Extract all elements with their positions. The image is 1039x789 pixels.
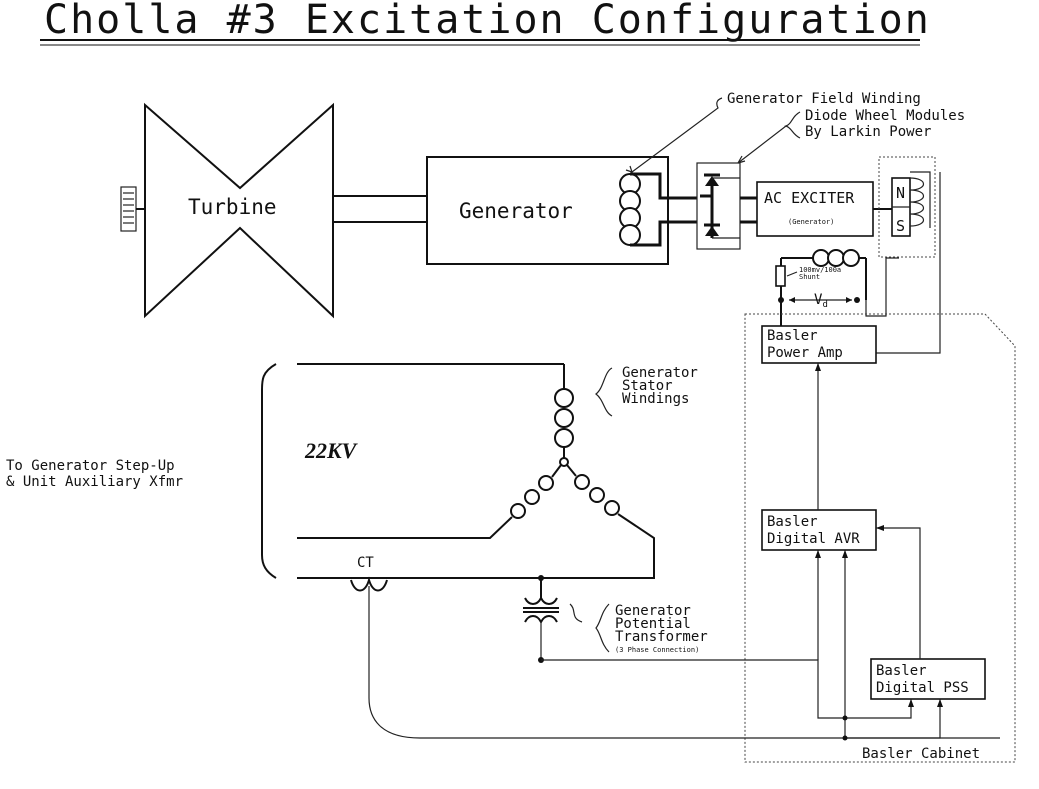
pss-label-1: Basler xyxy=(876,663,927,679)
wire-pt-avr-pss xyxy=(541,659,912,719)
stator-label-2: Stator xyxy=(622,378,673,394)
exciter-coil xyxy=(781,249,866,267)
avr-label-1: Basler xyxy=(767,514,818,530)
field-winding-label: Generator Field Winding xyxy=(727,91,921,107)
pole-s-label: S xyxy=(896,217,905,235)
pt-pointer xyxy=(569,603,583,623)
pt-label-4: (3 Phase Connection) xyxy=(615,646,699,654)
wire-exciter-amp xyxy=(865,257,899,317)
power-amp-label-1: Basler xyxy=(767,328,818,344)
diode-wheel-modules xyxy=(696,162,757,250)
pt-label-3: Transformer xyxy=(615,629,708,645)
diode-label-2: By Larkin Power xyxy=(805,124,931,140)
wire-pss-avr xyxy=(876,527,921,659)
power-amp-box xyxy=(761,325,877,364)
stepup-label-2: & Unit Auxiliary Xfmr xyxy=(6,474,183,490)
avr-label-2: Digital AVR xyxy=(767,531,860,547)
ac-exciter-label: AC EXCITER xyxy=(764,189,855,207)
potential-transformer xyxy=(523,575,559,663)
current-transformer: CT xyxy=(350,555,1000,739)
shunt-label-2: Shunt xyxy=(799,273,820,281)
shunt-label-1: 100mv/100a xyxy=(799,266,841,274)
stator-brace xyxy=(595,367,613,417)
field-winding-coil xyxy=(619,172,697,247)
diode-brace xyxy=(784,111,801,139)
exciter-field-poles: N S xyxy=(878,156,936,258)
field-winding-pointer xyxy=(631,97,723,173)
pt-label-1: Generator xyxy=(615,603,691,619)
cabinet-label: Basler Cabinet xyxy=(862,746,980,762)
ac-exciter-sublabel: (Generator) xyxy=(788,218,834,226)
generator-box xyxy=(426,156,669,265)
turbine: Turbine xyxy=(120,102,334,319)
stepup-label-1: To Generator Step-Up xyxy=(6,458,175,474)
pt-brace xyxy=(595,603,610,653)
pole-n-label: N xyxy=(896,184,905,202)
output-bracket xyxy=(261,363,277,579)
voltage-label: 22KV xyxy=(304,438,359,463)
basler-cabinet xyxy=(744,313,1016,763)
diode-pointer xyxy=(737,125,787,164)
vd-label: Vd xyxy=(814,292,828,310)
generator-label: Generator xyxy=(459,199,573,223)
pt-label-2: Potential xyxy=(615,616,691,632)
stator-windings xyxy=(297,363,655,579)
wire-ct-pss xyxy=(845,699,941,739)
avr-box xyxy=(761,509,877,551)
ct-label: CT xyxy=(357,555,374,571)
turbine-label: Turbine xyxy=(188,195,277,219)
ac-exciter-box xyxy=(756,181,874,237)
power-amp-label-2: Power Amp xyxy=(767,345,843,361)
pss-box xyxy=(870,658,986,700)
wire-field-amp xyxy=(876,172,941,354)
stator-label-1: Generator xyxy=(622,365,698,381)
stator-label-3: Windings xyxy=(622,391,689,407)
page-title: Cholla #3 Excitation Configuration xyxy=(44,0,931,43)
diode-label-1: Diode Wheel Modules xyxy=(805,108,965,124)
pss-label-2: Digital PSS xyxy=(876,680,969,696)
